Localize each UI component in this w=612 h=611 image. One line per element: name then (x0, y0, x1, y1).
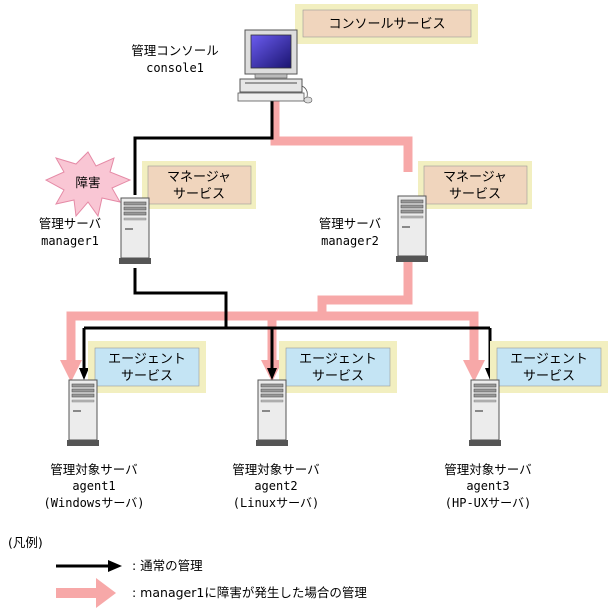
svg-text:サービス: サービス (173, 187, 225, 202)
svg-text:エージェント: エージェント (510, 352, 588, 367)
agent2-name: 管理対象サーバ (232, 462, 319, 477)
legend-failover-label: : manager1に障害が発生した場合の管理 (132, 585, 367, 600)
manager2-service-box: マネージャ サービス (418, 161, 532, 209)
console-service-box: コンソールサービス (295, 4, 478, 44)
manager1-service-box: マネージャ サービス (142, 161, 256, 209)
svg-text:サービス: サービス (121, 369, 173, 384)
svg-text:マネージャ: マネージャ (167, 170, 231, 185)
manager1-server-icon (118, 197, 152, 265)
svg-text:エージェント: エージェント (299, 352, 377, 367)
console-host: console1 (146, 61, 204, 75)
agent2-server-icon (255, 379, 289, 447)
failover-path (66, 100, 479, 372)
legend-normal-arrow-icon (56, 560, 122, 572)
agent3-service-box: エージェント サービス (490, 341, 608, 393)
agent3-name: 管理対象サーバ (444, 462, 531, 477)
agent1-os: (Windowsサーバ) (44, 496, 145, 510)
agent3-host: agent3 (466, 479, 509, 493)
console-pc-icon (237, 29, 313, 104)
svg-text:マネージャ: マネージャ (443, 170, 507, 185)
manager1-host: manager1 (41, 234, 99, 248)
agent2-service-box: エージェント サービス (279, 341, 397, 393)
agent2-host: agent2 (254, 479, 297, 493)
agent1-service-box: エージェント サービス (88, 341, 206, 393)
legend-failover-arrow-icon (56, 578, 116, 608)
agent1-host: agent1 (72, 479, 115, 493)
agent1-name: 管理対象サーバ (50, 462, 137, 477)
agent2-os: (Linuxサーバ) (233, 496, 319, 510)
manager2-server-icon (395, 195, 429, 263)
agent3-server-icon (468, 379, 502, 447)
svg-text:サービス: サービス (523, 369, 575, 384)
legend-title: (凡例) (8, 535, 43, 550)
manager1-name: 管理サーバ (39, 216, 101, 231)
manager2-host: manager2 (321, 234, 379, 248)
svg-text:サービス: サービス (312, 369, 364, 384)
svg-text:エージェント: エージェント (108, 352, 186, 367)
legend: (凡例) : 通常の管理 : manager1に障害が発生した場合の管理 (8, 535, 367, 608)
legend-normal-label: : 通常の管理 (132, 558, 203, 573)
failure-label: 障害 (75, 175, 100, 190)
agent3-os: (HP-UXサーバ) (445, 496, 531, 510)
manager2-name: 管理サーバ (319, 216, 381, 231)
agent1-server-icon (66, 379, 100, 447)
console-name: 管理コンソール (131, 43, 219, 58)
svg-text:サービス: サービス (449, 187, 501, 202)
svg-text:コンソールサービス: コンソールサービス (328, 17, 445, 32)
failure-burst-icon: 障害 (44, 151, 132, 218)
